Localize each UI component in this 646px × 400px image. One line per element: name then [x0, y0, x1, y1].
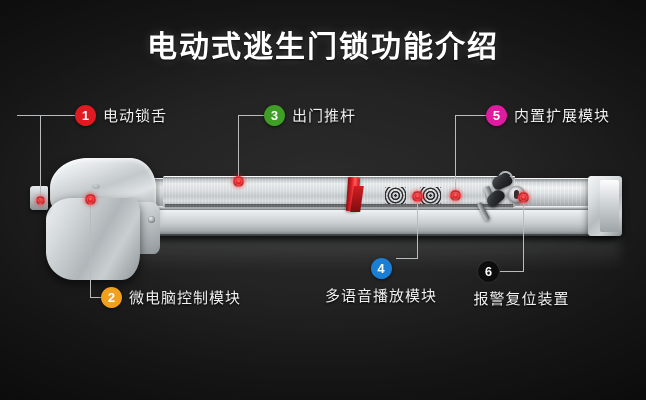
badge-2: 2: [101, 287, 122, 308]
rail-lower-skirt: [150, 210, 614, 234]
push-bar-shadow-gap: [165, 204, 513, 208]
marker-dot-6: [518, 192, 529, 203]
key-head-upper: [490, 171, 514, 192]
housing-screw: [148, 216, 155, 223]
key-blade-lower: [476, 201, 491, 222]
callout-label-4: 多语音播放模块: [324, 288, 437, 305]
speaker-grille-left: [385, 187, 406, 204]
right-end-cap: [588, 176, 622, 236]
badge-3: 3: [264, 105, 285, 126]
callout-4[interactable]: 4 多语音播放模块: [316, 258, 446, 306]
badge-1: 1: [75, 105, 96, 126]
marker-dot-1: [36, 196, 45, 205]
callout-5[interactable]: 5 内置扩展模块: [486, 105, 610, 126]
rail-body: [148, 178, 618, 236]
leader-line-1-vertical: [40, 115, 41, 201]
key-head-lower: [484, 187, 507, 209]
callout-label-2: 微电脑控制模块: [129, 290, 242, 307]
leader-line-5-vertical: [455, 115, 456, 197]
housing-neck: [100, 202, 160, 254]
key-ring: [498, 171, 513, 186]
key-blade-upper: [483, 185, 497, 207]
leader-line-4-horizontal: [396, 258, 418, 259]
rail-seam: [150, 206, 616, 210]
leader-line-5-horizontal: [455, 115, 486, 116]
push-bar-endcap: [345, 177, 361, 211]
speaker-grille-right: [420, 187, 441, 204]
callout-label-3: 出门推杆: [292, 108, 357, 125]
rail-upper-plate: [152, 180, 614, 207]
control-module-housing: [42, 158, 166, 282]
callout-2[interactable]: 2 微电脑控制模块: [101, 287, 241, 308]
badge-5: 5: [486, 105, 507, 126]
leader-line-3-horizontal: [238, 115, 264, 116]
leader-line-6-horizontal: [500, 271, 524, 272]
callout-3[interactable]: 3 出门推杆: [264, 105, 356, 126]
leader-line-6-vertical: [523, 199, 524, 271]
push-bar: [163, 176, 515, 207]
badge-4: 4: [370, 258, 392, 279]
marker-dot-3: [233, 176, 244, 187]
housing-dimple: [92, 184, 100, 189]
callout-label-6: 报警复位装置: [473, 291, 570, 308]
callout-1[interactable]: 1 电动锁舌: [75, 105, 167, 126]
push-bar-endcap-inner: [350, 186, 364, 212]
marker-dot-2: [85, 194, 96, 205]
callout-6[interactable]: 6 报警复位装置: [464, 261, 579, 309]
housing-lower-shell: [46, 198, 140, 280]
right-end-cap-face: [600, 180, 619, 232]
leader-line-2-vertical: [90, 200, 91, 297]
callout-label-5: 内置扩展模块: [514, 108, 611, 125]
badge-6: 6: [478, 261, 499, 282]
leader-line-3-vertical: [238, 115, 239, 181]
leader-line-4-vertical: [417, 198, 418, 258]
marker-dot-4: [412, 191, 423, 202]
housing-upper-shell: [50, 158, 156, 220]
page-title: 电动式逃生门锁功能介绍: [147, 31, 499, 64]
marker-dot-5: [450, 190, 461, 201]
callout-label-1: 电动锁舌: [103, 108, 168, 125]
leader-line-1-horizontal: [17, 115, 75, 116]
